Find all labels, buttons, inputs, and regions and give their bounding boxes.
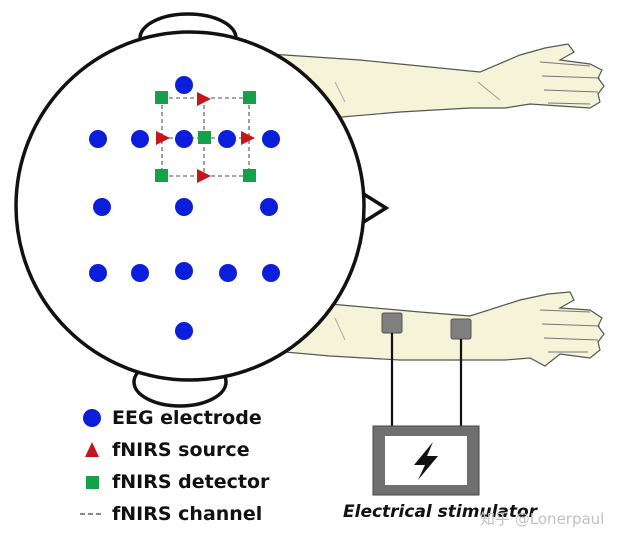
fnirs-detector — [198, 131, 211, 144]
fnirs-detector — [155, 91, 168, 104]
eeg-electrode — [262, 130, 280, 148]
eeg-electrode-legend-marker — [78, 406, 112, 430]
stimulator-caption: Electrical stimulator — [343, 502, 538, 522]
electrical-stimulator — [372, 425, 480, 496]
stim-electrode-right — [450, 318, 472, 340]
eeg-electrodes — [89, 76, 280, 340]
eeg-electrode — [175, 322, 193, 340]
upper-arm — [261, 43, 605, 123]
legend-fnirs-channel: fNIRS channel — [78, 498, 262, 530]
eeg-electrode — [89, 264, 107, 282]
fnirs-detector — [243, 91, 256, 104]
legend-eeg: EEG electrode — [78, 402, 262, 434]
eeg-electrode — [262, 264, 280, 282]
legend-label-fnirs-detector: fNIRS detector — [112, 471, 270, 493]
lightning-bolt-icon — [414, 442, 438, 480]
watermark: 知乎 @Lonerpaul — [480, 510, 605, 528]
eeg-electrode — [93, 198, 111, 216]
fnirs-detectors — [155, 91, 256, 182]
stim-electrode-left — [381, 312, 403, 334]
eeg-electrode — [175, 262, 193, 280]
legend-fnirs-source: fNIRS source — [78, 434, 250, 466]
fnirs-detector — [155, 169, 168, 182]
eeg-electrode — [131, 130, 149, 148]
fnirs-detector — [243, 169, 256, 182]
eeg-electrode — [219, 264, 237, 282]
eeg-electrode — [218, 130, 236, 148]
fnirs-sources — [156, 92, 255, 183]
lower-arm — [261, 291, 605, 367]
legend-label-fnirs-source: fNIRS source — [112, 439, 250, 461]
eeg-electrode — [89, 130, 107, 148]
fnirs-source — [197, 169, 211, 183]
fnirs-channel-legend-marker — [78, 502, 112, 526]
fnirs-source-legend-marker — [78, 438, 112, 462]
eeg-electrode — [175, 130, 193, 148]
eeg-electrode — [131, 264, 149, 282]
legend-label-fnirs-channel: fNIRS channel — [112, 503, 263, 525]
fnirs-source — [241, 131, 255, 145]
eeg-electrode — [260, 198, 278, 216]
fnirs-source — [197, 92, 211, 106]
legend-label-eeg: EEG electrode — [112, 407, 262, 429]
eeg-electrode — [175, 76, 193, 94]
fnirs-detector-legend-marker — [78, 470, 112, 494]
legend-fnirs-detector: fNIRS detector — [78, 466, 269, 498]
stim-wires — [390, 333, 463, 426]
fnirs-source — [156, 131, 170, 145]
eeg-electrode — [175, 198, 193, 216]
